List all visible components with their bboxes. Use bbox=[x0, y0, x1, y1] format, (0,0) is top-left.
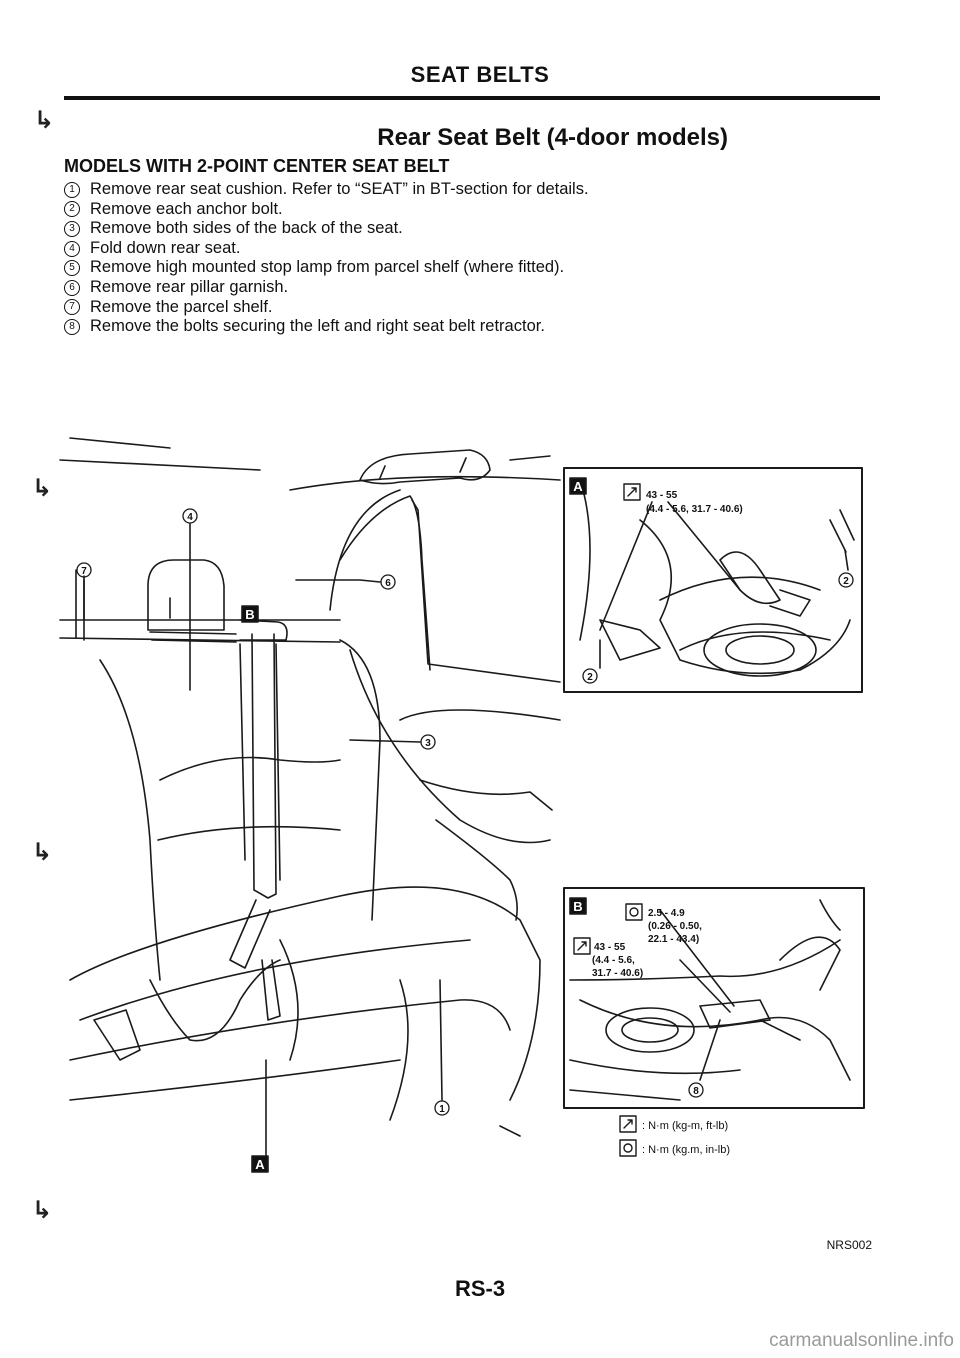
inset-a-torque-nm: 43 - 55 bbox=[646, 490, 678, 501]
step-item: 1 Remove rear seat cushion. Refer to “SEA… bbox=[64, 180, 824, 200]
step-text: Remove rear pillar garnish. bbox=[90, 277, 289, 296]
inset-b-torque2-nm: 43 - 55 bbox=[594, 942, 626, 953]
step-number: 6 bbox=[64, 279, 80, 296]
callout-3: 3 bbox=[425, 738, 431, 749]
step-number: 1 bbox=[64, 181, 80, 198]
rear-seat-belt-illustration: 4 7 6 3 1 2 2 8 B A A B 43 - 55 (4.4 - 5… bbox=[40, 420, 880, 1180]
page-number: RS-3 bbox=[454, 1276, 506, 1301]
step-number: 2 bbox=[64, 201, 80, 218]
step-number: 5 bbox=[64, 260, 80, 277]
inset-b-torque1-nm: 2.5 - 4.9 bbox=[648, 908, 685, 919]
step-item: 8 Remove the bolts securing the left and … bbox=[64, 317, 824, 337]
label-b: B bbox=[245, 607, 254, 622]
inset-b-torque2-kgm: (4.4 - 5.6, bbox=[592, 955, 635, 966]
procedure-steps: 1 Remove rear seat cushion. Refer to “SEA… bbox=[64, 180, 824, 337]
step-text: Remove the bolts securing the left and r… bbox=[90, 317, 545, 336]
callout-2: 2 bbox=[587, 672, 593, 683]
step-item: 4 Fold down rear seat. bbox=[64, 239, 824, 259]
inset-b-torque2-ftlb: 31.7 - 40.6) bbox=[592, 968, 643, 979]
step-item: 6 Remove rear pillar garnish. bbox=[64, 278, 824, 298]
inset-b-torque1-inlb: 22.1 - 43.4) bbox=[648, 934, 699, 945]
legend-bolt: : N·m (kg.m, in-lb) bbox=[642, 1144, 730, 1156]
step-item: 5 Remove high mounted stop lamp from parc… bbox=[64, 258, 824, 278]
step-number: 3 bbox=[64, 220, 80, 237]
label-a: A bbox=[255, 1157, 265, 1172]
margin-mark: ↳ bbox=[32, 838, 53, 866]
inset-a-torque-alt: (4.4 - 5.6, 31.7 - 40.6) bbox=[646, 504, 743, 515]
step-text: Remove high mounted stop lamp from parce… bbox=[90, 258, 565, 277]
step-text: Remove rear seat cushion. Refer to “SEAT… bbox=[90, 180, 589, 198]
step-item: 2 Remove each anchor bolt. bbox=[64, 200, 824, 220]
title-rule bbox=[64, 96, 880, 100]
callout-4: 4 bbox=[187, 512, 193, 523]
page-title: SEAT BELTS bbox=[410, 62, 550, 87]
callout-2: 2 bbox=[843, 576, 849, 587]
callout-1: 1 bbox=[439, 1104, 445, 1115]
step-item: 3 Remove both sides of the back of the se… bbox=[64, 219, 824, 239]
step-item: 7 Remove the parcel shelf. bbox=[64, 298, 824, 318]
callout-6: 6 bbox=[385, 578, 391, 589]
step-number: 8 bbox=[64, 318, 80, 335]
figure-code: NRS002 bbox=[826, 1238, 872, 1252]
margin-mark: ↳ bbox=[32, 1196, 53, 1224]
section-subtitle: Rear Seat Belt (4-door models) bbox=[377, 124, 728, 151]
inset-a-label: A bbox=[573, 479, 583, 494]
inset-b-torque1-kgm: (0.26 - 0.50, bbox=[648, 921, 702, 932]
step-number: 4 bbox=[64, 240, 80, 257]
section-heading: MODELS WITH 2-POINT CENTER SEAT BELT bbox=[64, 156, 450, 176]
callout-7: 7 bbox=[81, 566, 87, 577]
margin-mark: ↳ bbox=[34, 106, 55, 134]
step-number: 7 bbox=[64, 299, 80, 316]
step-text: Remove the parcel shelf. bbox=[90, 297, 273, 316]
step-text: Remove each anchor bolt. bbox=[90, 199, 283, 218]
legend-wrench: : N·m (kg-m, ft-lb) bbox=[642, 1120, 728, 1132]
inset-b-label: B bbox=[573, 899, 582, 914]
step-text: Fold down rear seat. bbox=[90, 238, 241, 257]
margin-mark: ↳ bbox=[32, 474, 53, 502]
step-text: Remove both sides of the back of the sea… bbox=[90, 219, 403, 238]
callout-8: 8 bbox=[693, 1086, 699, 1097]
watermark: carmanualsonline.info bbox=[769, 1330, 954, 1351]
